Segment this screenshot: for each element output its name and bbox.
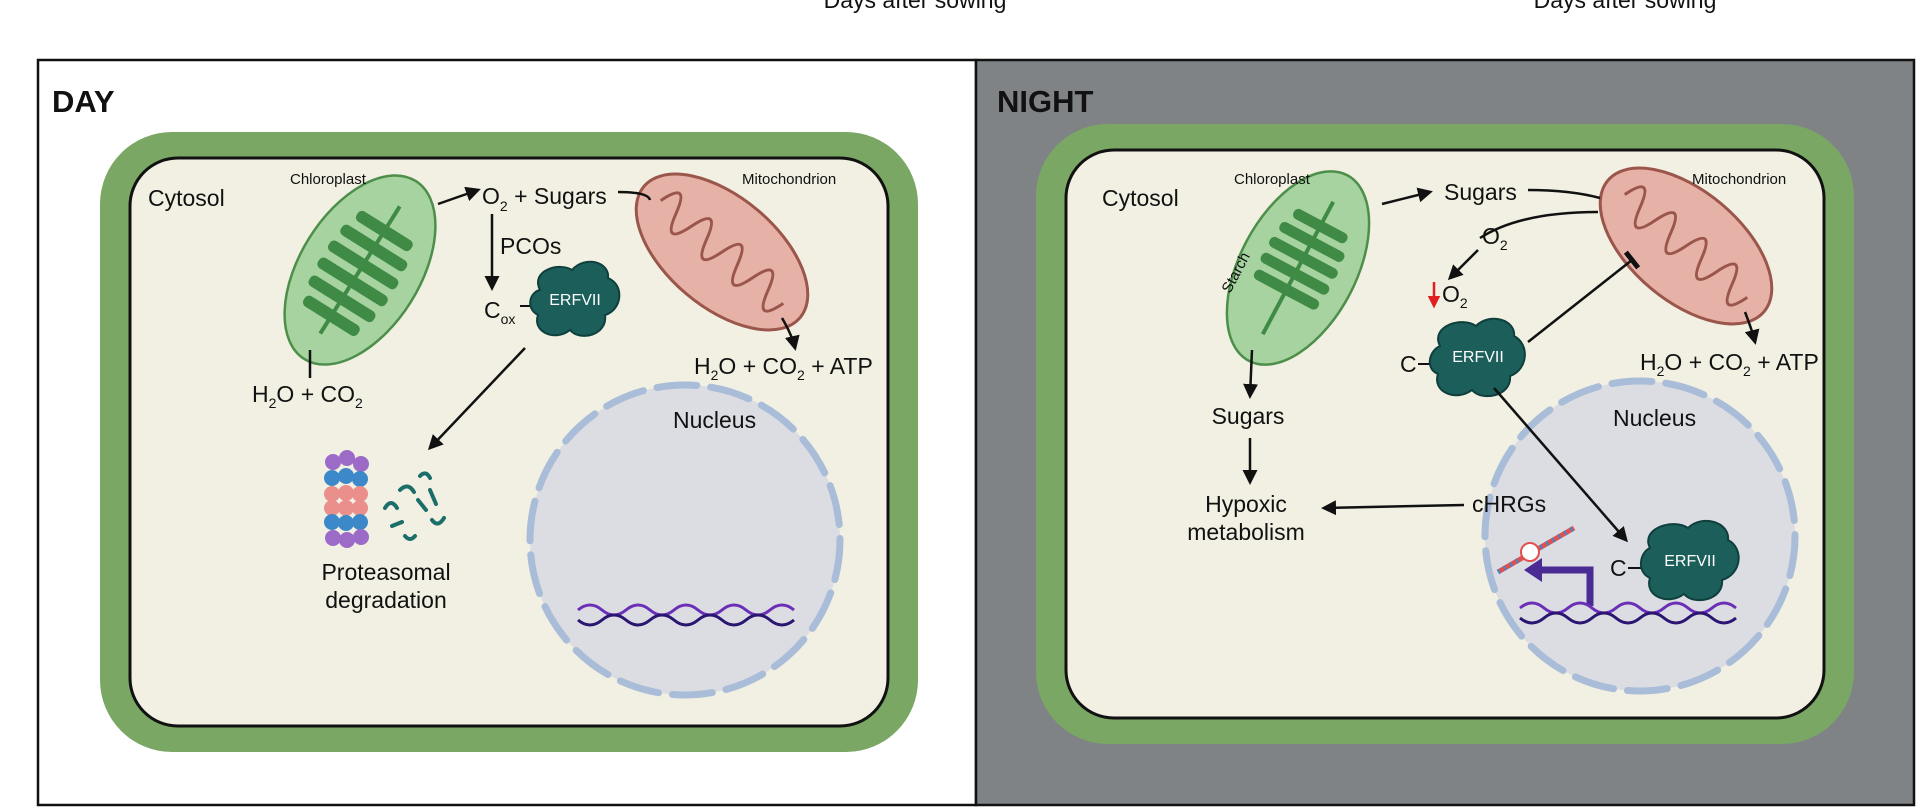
day-panel: DAY Cytosol Chloroplast Mitochondrion	[36, 58, 978, 807]
day-atp-label: H2O + CO2 + ATP	[694, 353, 873, 383]
night-chrgs-label: cHRGs	[1472, 491, 1546, 517]
night-mitochondrion-label: Mitochondrion	[1692, 171, 1786, 188]
night-erfvii-bottom-protein	[1640, 519, 1740, 602]
day-arrow-to-proteasome	[427, 347, 526, 451]
night-inhibition-to-mito	[1527, 250, 1641, 343]
night-panel: NIGHT Cytosol Starch Chloroplast Mitocho…	[974, 58, 1916, 807]
night-erfvii-bottom-label: ERFVII	[1664, 553, 1716, 570]
day-arrow-mito-to-atp	[780, 317, 800, 351]
night-promoter-arrow	[1538, 566, 1594, 606]
night-chloroplast	[1225, 170, 1371, 366]
night-arrow-chrgs-to-hypoxic	[1321, 500, 1465, 516]
day-pcos-label: PCOs	[500, 233, 561, 259]
day-h2o-co2-label: H2O + CO2	[252, 381, 363, 411]
day-cox-label: Cox	[484, 297, 515, 327]
night-arrow-chloroplast-to-sugars-bottom	[1243, 349, 1259, 399]
day-nuclear-envelope	[526, 381, 844, 699]
night-o2-label: O2	[1482, 223, 1508, 253]
night-chloroplast-label: Chloroplast	[1234, 171, 1311, 188]
day-line-sugars-to-mito	[617, 190, 652, 201]
night-c-bottom-label: C	[1610, 555, 1627, 581]
day-mitochondrion-label: Mitochondrion	[742, 171, 836, 188]
night-c-top-label: C	[1400, 351, 1417, 377]
night-arrow-o2-down	[1447, 249, 1479, 281]
day-dna	[577, 603, 795, 627]
night-mrna	[1496, 525, 1576, 575]
day-heading: DAY	[52, 84, 115, 119]
night-sugars-bottom-label: Sugars	[1212, 403, 1285, 429]
top-axis-label-right: Days after sowing	[1534, 0, 1717, 13]
night-atp-label: H2O + CO2 + ATP	[1640, 349, 1819, 379]
night-heading: NIGHT	[997, 84, 1094, 119]
night-line-mito-o2	[1479, 210, 1599, 240]
night-arrow-erfvii-to-nucleus	[1493, 387, 1628, 543]
day-chloroplast-label: Chloroplast	[290, 171, 367, 188]
night-erfvii-top-label: ERFVII	[1452, 349, 1504, 366]
day-o2-sugars: O2 + Sugars	[482, 183, 607, 214]
night-arrow-mito-to-atp	[1743, 311, 1760, 345]
night-low-o2-label: O2	[1442, 281, 1468, 311]
night-erfvii-top-protein	[1428, 317, 1526, 398]
top-axis-label-left: Days after sowing	[824, 0, 1007, 13]
day-proteasomal-label: Proteasomal	[321, 559, 450, 585]
day-cytosol-label: Cytosol	[148, 185, 225, 211]
day-erfvii-label: ERFVII	[549, 292, 601, 309]
day-degraded-peptides	[383, 471, 446, 541]
night-dna	[1519, 601, 1737, 625]
day-nucleus-label: Nucleus	[673, 407, 756, 433]
day-degradation-label: degradation	[325, 587, 447, 613]
night-metabolism-label: metabolism	[1187, 519, 1305, 545]
day-arrow-chloroplast-to-o2	[437, 186, 481, 206]
night-hypoxic-label: Hypoxic	[1205, 491, 1287, 517]
night-nucleus-label: Nucleus	[1613, 405, 1696, 431]
night-arrow-chloroplast-to-sugars	[1381, 187, 1433, 206]
night-mitochondrion	[1598, 166, 1774, 326]
day-proteasome	[324, 450, 369, 548]
night-nuclear-envelope	[1481, 377, 1799, 695]
night-cytosol-label: Cytosol	[1102, 185, 1179, 211]
day-erfvii-protein	[529, 260, 621, 337]
night-promoter-arrowhead	[1524, 558, 1542, 582]
day-mitochondrion	[634, 172, 810, 332]
day-chloroplast	[283, 174, 437, 366]
night-line-sugars-to-mito	[1527, 188, 1601, 200]
night-sugars-top-label: Sugars	[1444, 179, 1517, 205]
